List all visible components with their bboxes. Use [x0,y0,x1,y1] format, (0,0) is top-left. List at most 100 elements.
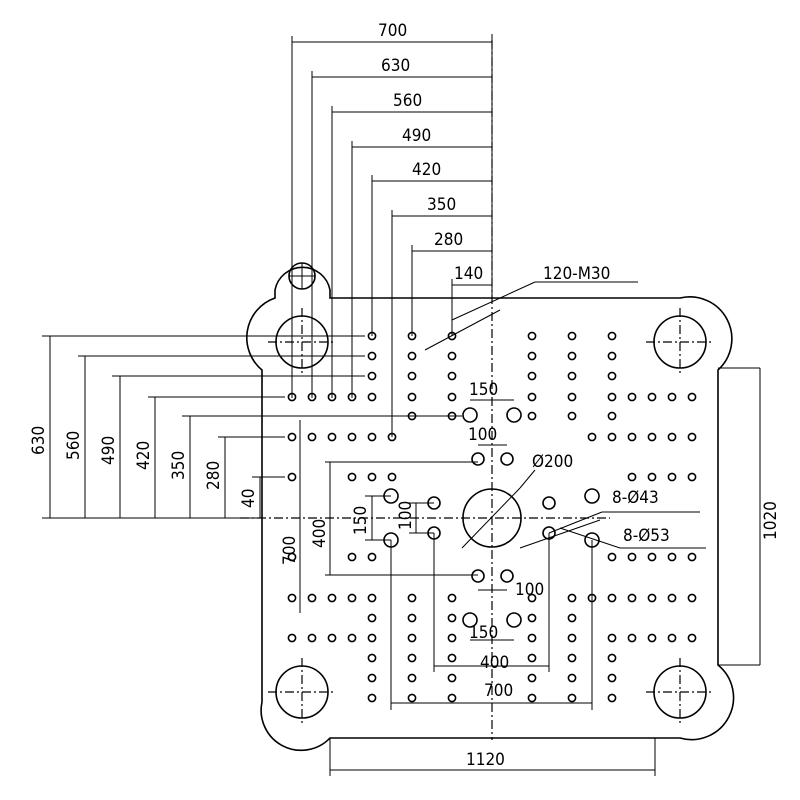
mounting-hole [607,693,617,703]
mounting-hole [647,633,657,643]
mounting-hole [527,331,537,341]
mounting-hole [327,432,337,442]
mounting-hole [527,673,537,683]
holes-53-label: 8-Ø53 [623,526,670,546]
inner-dimensions [299,399,706,710]
dim-top-560: 560 [393,91,422,111]
dim-left-280: 280 [204,461,224,490]
holes-43-label: 8-Ø43 [612,488,659,508]
mounting-hole [567,371,577,381]
mounting-hole [607,633,617,643]
mounting-hole [627,552,637,562]
dim-top-420: 420 [412,160,441,180]
mounting-hole [527,593,537,603]
mounting-hole [367,432,377,442]
mounting-hole [447,673,457,683]
mounting-hole [287,552,297,562]
dim-150-vertical: 150 [351,506,371,535]
mounting-hole [527,392,537,402]
mounting-hole [627,472,637,482]
mounting-hole [567,613,577,623]
mounting-hole [527,371,537,381]
mounting-hole [667,633,677,643]
mounting-hole [607,371,617,381]
mounting-hole [607,653,617,663]
mounting-hole [687,552,697,562]
mounting-hole [607,552,617,562]
dim-400-bottom: 400 [480,653,509,673]
mounting-hole [447,593,457,603]
dim-100-vertical: 100 [396,501,416,530]
mounting-hole [407,633,417,643]
left-dimension-labels: 630 560 490 420 350 280 40 [29,426,259,508]
mounting-hole [407,392,417,402]
dim-left-420: 420 [134,441,154,470]
dim-left-40: 40 [239,489,259,508]
mounting-hole [447,613,457,623]
mounting-hole [567,392,577,402]
mounting-hole [607,673,617,683]
mounting-hole [627,392,637,402]
mounting-hole [407,351,417,361]
mounting-hole [567,351,577,361]
mounting-hole [527,693,537,703]
mounting-hole [367,593,377,603]
mounting-hole [527,633,537,643]
mounting-hole [407,371,417,381]
platen-outline [246,266,760,776]
dim-700-bottom: 700 [484,681,513,701]
mounting-hole [367,472,377,482]
mounting-hole [407,613,417,623]
mounting-hole [407,593,417,603]
mounting-hole [647,472,657,482]
mounting-hole [447,392,457,402]
dim-left-490: 490 [99,436,119,465]
mounting-hole [587,432,597,442]
locating-holes [383,407,600,628]
mounting-hole [647,432,657,442]
left-dimensions [42,335,462,519]
mounting-hole [347,593,357,603]
mounting-hole [367,653,377,663]
dim-100-top: 100 [468,425,497,445]
center-bore-label: Ø200 [532,452,573,472]
dim-400-vertical: 400 [310,519,330,548]
mounting-hole [667,432,677,442]
mounting-hole [347,432,357,442]
mounting-hole [447,653,457,663]
mounting-hole [647,392,657,402]
mounting-hole [567,673,577,683]
mounting-hole [367,392,377,402]
mounting-hole [367,371,377,381]
mounting-hole [607,411,617,421]
mounting-hole [307,633,317,643]
mounting-hole [567,633,577,643]
mounting-hole [667,472,677,482]
dim-left-350: 350 [169,451,189,480]
mounting-hole [327,593,337,603]
dim-top-490: 490 [402,126,431,146]
top-dimensions [291,34,638,437]
mounting-hole [687,593,697,603]
mounting-hole [567,593,577,603]
mounting-hole [627,432,637,442]
mounting-hole [287,593,297,603]
mounting-hole [607,351,617,361]
mounting-hole [407,673,417,683]
mounting-hole [367,613,377,623]
mounting-hole [447,371,457,381]
dim-150-top: 150 [469,380,498,400]
mounting-hole [407,693,417,703]
mounting-hole [447,351,457,361]
mounting-hole [567,331,577,341]
mounting-hole [687,472,697,482]
mounting-hole [667,392,677,402]
inner-dimension-labels: 150 100 100 150 400 700 700 400 150 100 … [280,380,670,701]
mounting-hole [347,633,357,643]
mounting-hole [307,593,317,603]
center-bore [240,40,610,740]
mounting-hole [527,613,537,623]
mounting-hole [367,351,377,361]
mounting-hole [627,633,637,643]
